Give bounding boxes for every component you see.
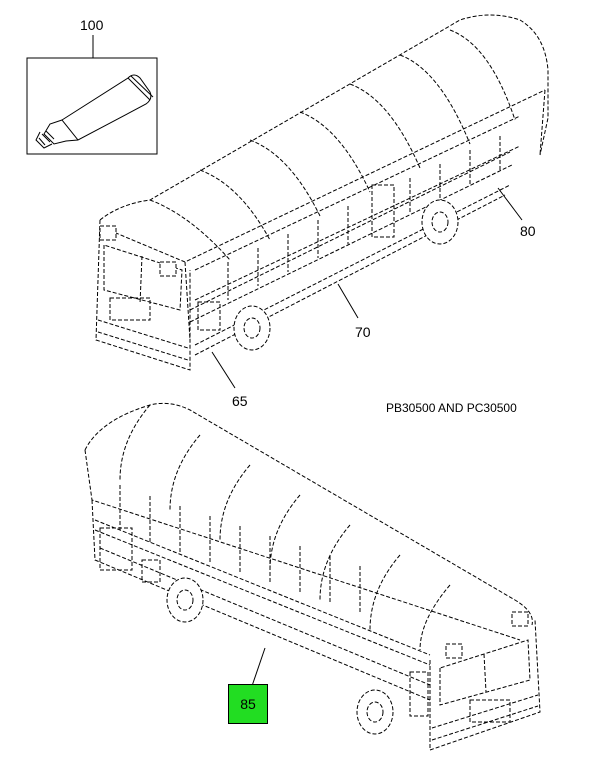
lower-bus bbox=[84, 402, 541, 751]
lower-bus-front bbox=[429, 619, 541, 751]
upper-bus-roof bbox=[99, 14, 549, 221]
lower-bus-front-wheel bbox=[356, 689, 394, 735]
callout-label-80: 80 bbox=[520, 223, 536, 239]
upper-bus-rear-wheel bbox=[421, 199, 459, 245]
tube-inset-frame bbox=[26, 57, 158, 155]
upper-bus bbox=[95, 14, 549, 389]
upper-bus-front-wheel bbox=[233, 305, 271, 351]
callout-label-65: 65 bbox=[232, 393, 248, 409]
tube-illustration bbox=[26, 35, 158, 155]
leader-line-70 bbox=[337, 283, 359, 319]
leader-line-65 bbox=[211, 351, 236, 389]
callout-label-85: 85 bbox=[240, 696, 256, 712]
callout-label-70: 70 bbox=[355, 324, 371, 340]
lower-bus-rear-wheel bbox=[166, 577, 204, 623]
leader-line-85 bbox=[251, 647, 266, 687]
leader-line-80 bbox=[497, 187, 523, 221]
upper-bus-front bbox=[95, 219, 191, 371]
callout-85-highlight[interactable]: 85 bbox=[228, 684, 268, 724]
tube-body bbox=[61, 74, 152, 141]
callout-label-tube: 100 bbox=[80, 17, 104, 33]
tube-nozzle bbox=[43, 119, 79, 145]
lower-bus-roof bbox=[84, 402, 533, 626]
model-caption: PB30500 AND PC30500 bbox=[386, 401, 517, 415]
